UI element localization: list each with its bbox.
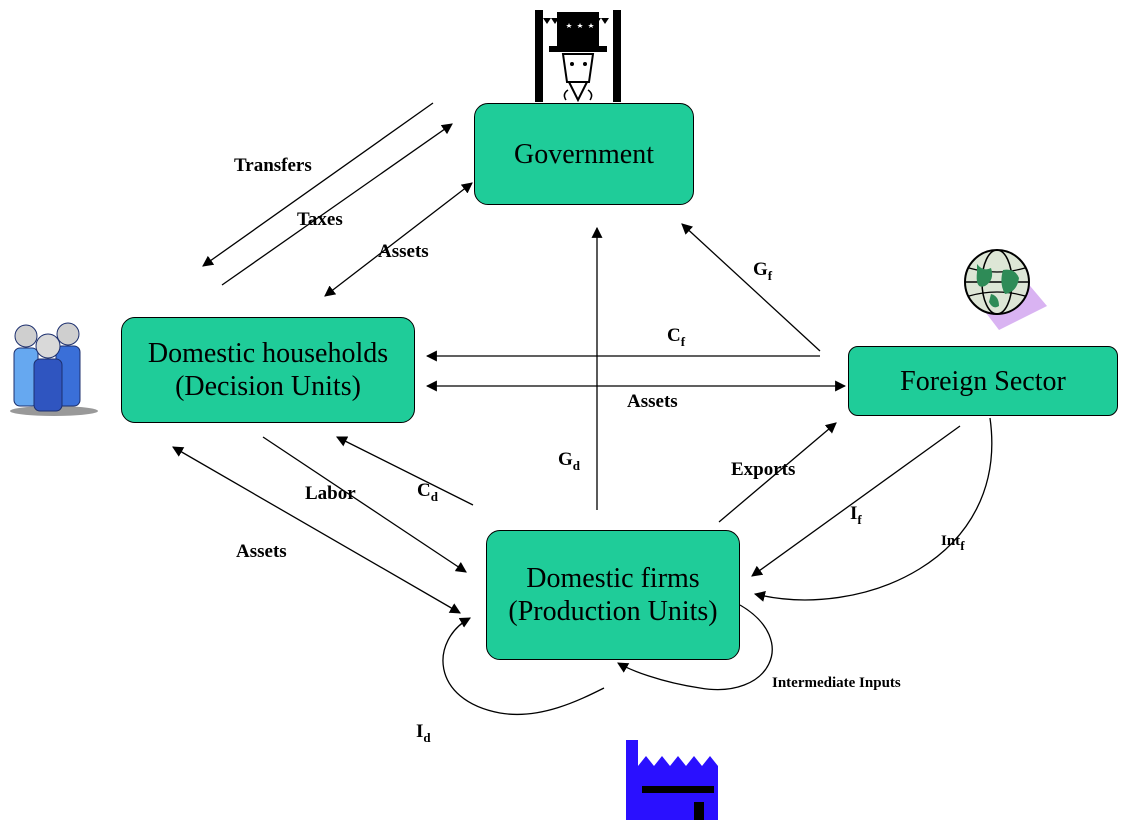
transfers-label: Transfers: [234, 155, 312, 176]
assets-hh-foreign-label: Assets: [627, 391, 678, 412]
assets-gov-hh-label: Assets: [378, 241, 429, 262]
cf-label: Cf: [667, 325, 686, 349]
if-label: If: [850, 503, 862, 527]
households-label-line2: (Decision Units): [175, 371, 361, 402]
if-arrow: [751, 425, 961, 577]
gf-arrow: [681, 223, 821, 352]
firms-label-line2: (Production Units): [508, 596, 718, 627]
globe-icon: [964, 249, 1047, 330]
cd-arrow: [336, 436, 474, 506]
firms-node: Domestic firms (Production Units): [486, 530, 740, 660]
government-label: Government: [514, 138, 654, 170]
gd-label: Gd: [558, 449, 581, 473]
cd-label: Cd: [417, 480, 438, 504]
id-loop: [442, 617, 605, 716]
gf-label: Gf: [753, 259, 773, 283]
exports-arrow: [718, 422, 837, 523]
uncle-sam-icon: [535, 10, 621, 102]
assets-gov-hh-arrow: [324, 182, 473, 297]
labor-label: Labor: [305, 483, 356, 504]
households-node: Domestic households (Decision Units): [121, 317, 415, 423]
factory-icon: [626, 740, 718, 820]
intermediate-inputs-loop: [617, 604, 773, 691]
intermediate-inputs-label: Intermediate Inputs: [772, 675, 901, 691]
intf-arrow: [753, 417, 993, 602]
exports-label: Exports: [731, 459, 796, 480]
assets-hh-firms-arrow: [172, 446, 461, 614]
taxes-label: Taxes: [297, 209, 343, 230]
foreign-label: Foreign Sector: [900, 365, 1066, 397]
id-label: Id: [416, 721, 431, 745]
assets-hh-firms-label: Assets: [236, 541, 287, 562]
foreign-node: Foreign Sector: [848, 346, 1118, 416]
households-label-line1: Domestic households: [147, 338, 389, 369]
government-node: Government: [474, 103, 694, 205]
firms-label-line1: Domestic firms: [526, 563, 700, 594]
intf-label: Intf: [941, 533, 965, 553]
people-group-icon: [10, 322, 98, 416]
transfers-arrow: [202, 102, 434, 267]
